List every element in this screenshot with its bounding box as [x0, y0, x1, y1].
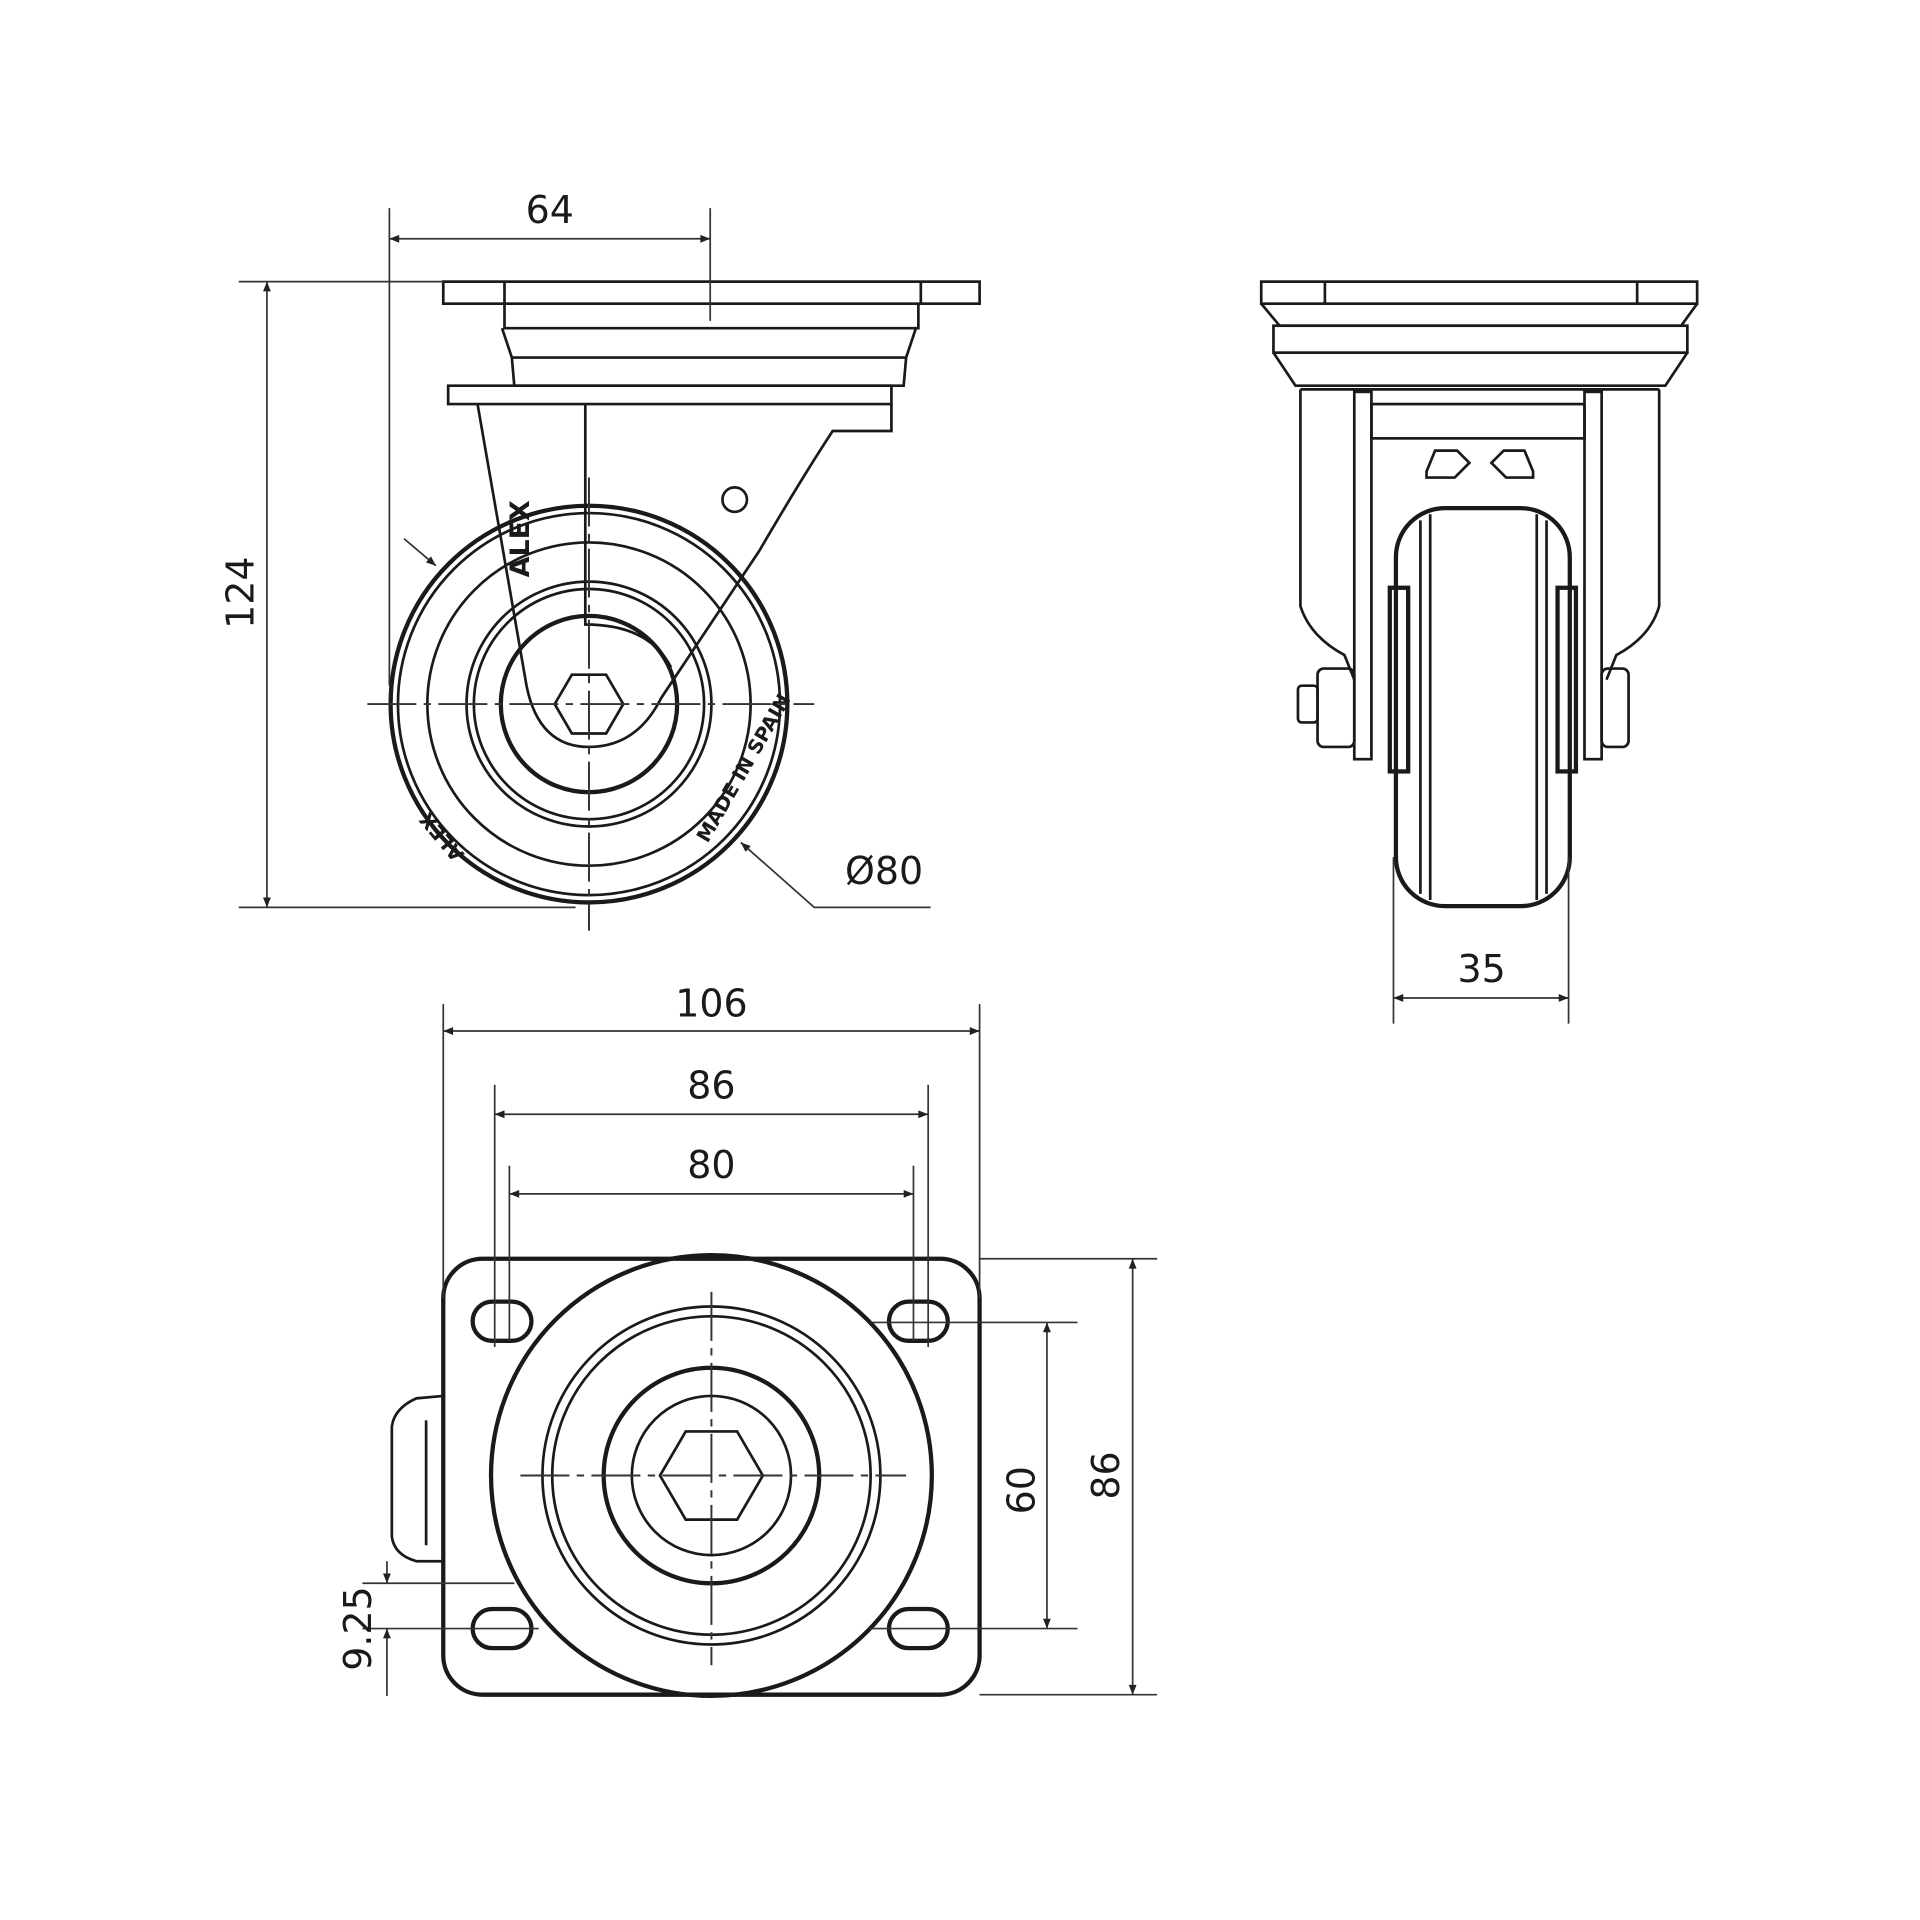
- wheel-text-left: ALEX: [415, 808, 469, 866]
- dim-64: 64: [526, 188, 574, 232]
- dim-86-vertical: 86: [1084, 1451, 1128, 1499]
- dim-106: 106: [675, 981, 747, 1025]
- front-view: 35: [1259, 280, 1699, 1024]
- dim-80: 80: [687, 1143, 735, 1187]
- wheel-text-right: MADE IN SPAIN: [692, 690, 795, 846]
- dim-124: 124: [218, 556, 262, 628]
- dim-60: 60: [1000, 1466, 1044, 1514]
- wheel-front: [1387, 506, 1579, 909]
- top-plate: [441, 280, 981, 388]
- top-view: 106 86 80 60 86 9.25: [336, 981, 1158, 1699]
- fork-logo: ALEX: [505, 500, 536, 577]
- top-plate-front: [1259, 280, 1699, 388]
- dim-35: 35: [1457, 947, 1505, 991]
- fork: ALEX: [446, 384, 893, 749]
- dim-diameter-80: Ø80: [845, 849, 923, 893]
- fork-front: [1299, 388, 1661, 761]
- side-view: ALEX ALEX MADE IN SPAIN 64 124 Ø80: [218, 188, 981, 931]
- dim-86-horizontal: 86: [687, 1063, 735, 1107]
- dim-9-25: 9.25: [336, 1586, 380, 1670]
- axle-nuts: [1296, 667, 1630, 749]
